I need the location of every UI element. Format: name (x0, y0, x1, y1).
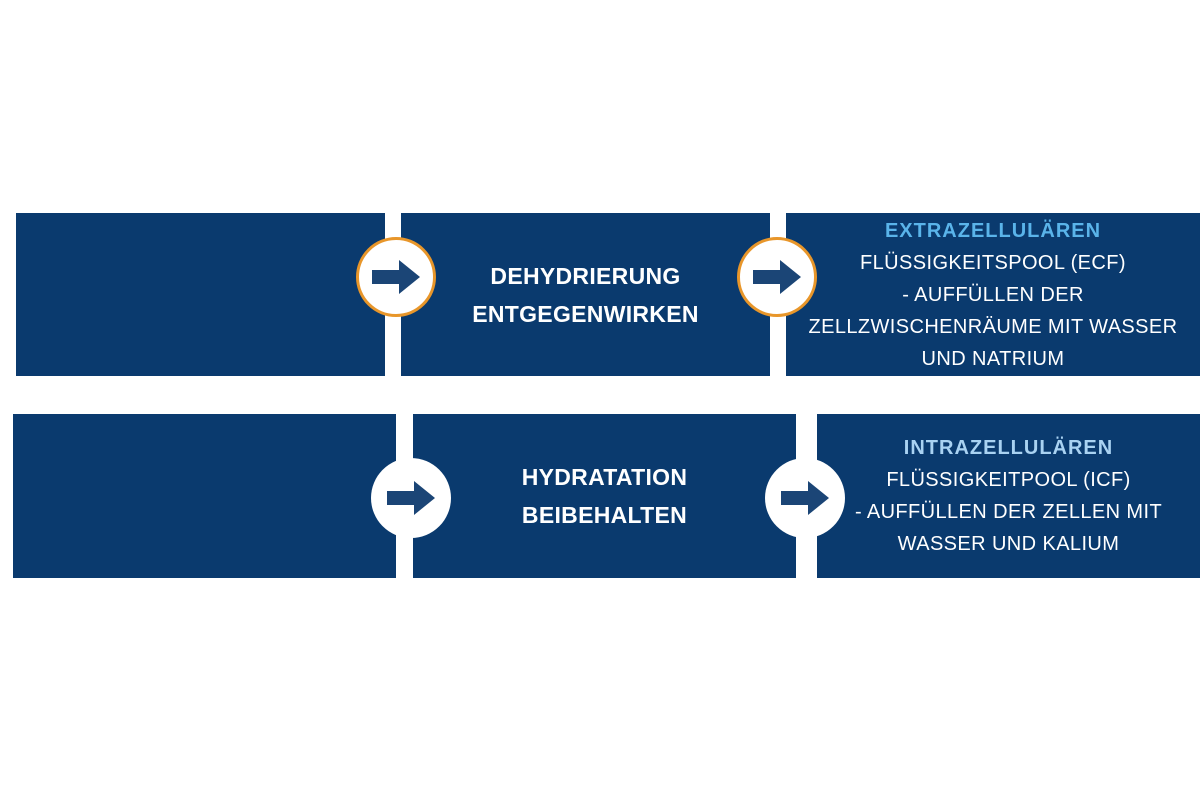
row-1-description-line-1: FLÜSSIGKEITSPOOL (ECF) (860, 251, 1126, 274)
row-2-left-box (13, 414, 396, 578)
row-2-connector-1 (371, 458, 451, 538)
row-2-description-line-2: - AUFFÜLLEN DER ZELLEN MIT (854, 501, 1163, 523)
row-1-description-heading: EXTRAZELLULÄREN (884, 219, 1102, 242)
row-2-description-heading: INTRAZELLULÄREN (903, 437, 1114, 459)
row-1-label-line-1: DEHYDRIERUNG (490, 262, 681, 289)
row-2-description-line-3: WASSER UND KALIUM (897, 533, 1120, 555)
row-1-connector-2 (737, 237, 817, 317)
row-1-label-line-2: ENTGEGENWIRKEN (472, 300, 699, 327)
row-1-right-box: EXTRAZELLULÄREN FLÜSSIGKEITSPOOL (ECF) -… (786, 213, 1200, 376)
arrow-right-icon (372, 260, 420, 294)
row-2-right-box: INTRAZELLULÄREN FLÜSSIGKEITPOOL (ICF) - … (817, 414, 1200, 578)
row-2-label-line-1: HYDRATATION (521, 464, 688, 490)
row-1-description-line-2: - AUFFÜLLEN DER (902, 283, 1084, 306)
row-1-connector-1 (356, 237, 436, 317)
arrow-right-icon (753, 260, 801, 294)
arrow-right-icon (387, 481, 435, 515)
row-2-description-line-1: FLÜSSIGKEITPOOL (ICF) (886, 469, 1131, 491)
row-1-description-line-4: UND NATRIUM (921, 347, 1065, 370)
arrow-right-icon (781, 481, 829, 515)
row-2-label-line-2: BEIBEHALTEN (521, 502, 688, 528)
row-1-middle-box: DEHYDRIERUNG ENTGEGENWIRKEN (401, 213, 770, 376)
row-1-left-box (16, 213, 385, 376)
row-2-connector-2 (765, 458, 845, 538)
row-1-description-line-3: ZELLZWISCHENRÄUME MIT WASSER (808, 315, 1178, 338)
row-2-middle-box: HYDRATATION BEIBEHALTEN (413, 414, 796, 578)
